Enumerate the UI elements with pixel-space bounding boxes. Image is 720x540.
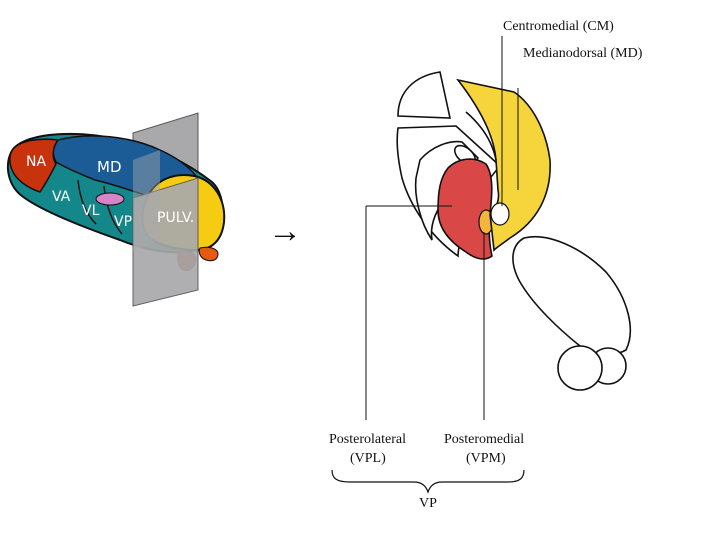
vpl-region [437, 158, 493, 260]
va-vl-divider [77, 179, 97, 225]
md-region-section [456, 78, 551, 252]
label-vp-brace: VP [419, 496, 437, 511]
label-va: VA [52, 189, 71, 205]
label-vp-3d: VP [114, 214, 132, 230]
label-vl: VL [82, 203, 100, 219]
leader-lines [365, 36, 519, 420]
pulvinar-section [512, 236, 632, 356]
vp-brace [331, 469, 525, 494]
cm-region [490, 202, 510, 226]
thalamus-cross-section [396, 71, 632, 391]
md-inner-divider [465, 111, 497, 161]
geniculate-medial [198, 246, 219, 262]
section-anterior-block [397, 71, 452, 119]
na-region-3d [9, 138, 60, 193]
vl-vp-divider [103, 185, 123, 235]
label-vpm-abbr: (VPM) [466, 451, 506, 466]
label-md-3d: MD [97, 158, 122, 176]
label-vpl-name: Posterolateral [329, 432, 406, 447]
label-vpl-abbr: (VPL) [350, 451, 386, 466]
geniculate-circle-lateral [557, 345, 603, 391]
section-plane-cut [133, 150, 160, 252]
label-na: NA [26, 154, 46, 170]
label-vpm-name: Posteromedial [444, 432, 524, 447]
label-md-section: Medianodorsal (MD) [523, 46, 643, 61]
section-plane-front [132, 177, 199, 307]
label-cm: Centromedial (CM) [503, 19, 614, 34]
arrow-icon: → [268, 213, 302, 250]
thalamus-3d-model: NA MD VA VL VP PULV. [6, 112, 226, 307]
label-pulv: PULV. [157, 210, 194, 226]
vl-spot [95, 192, 125, 206]
